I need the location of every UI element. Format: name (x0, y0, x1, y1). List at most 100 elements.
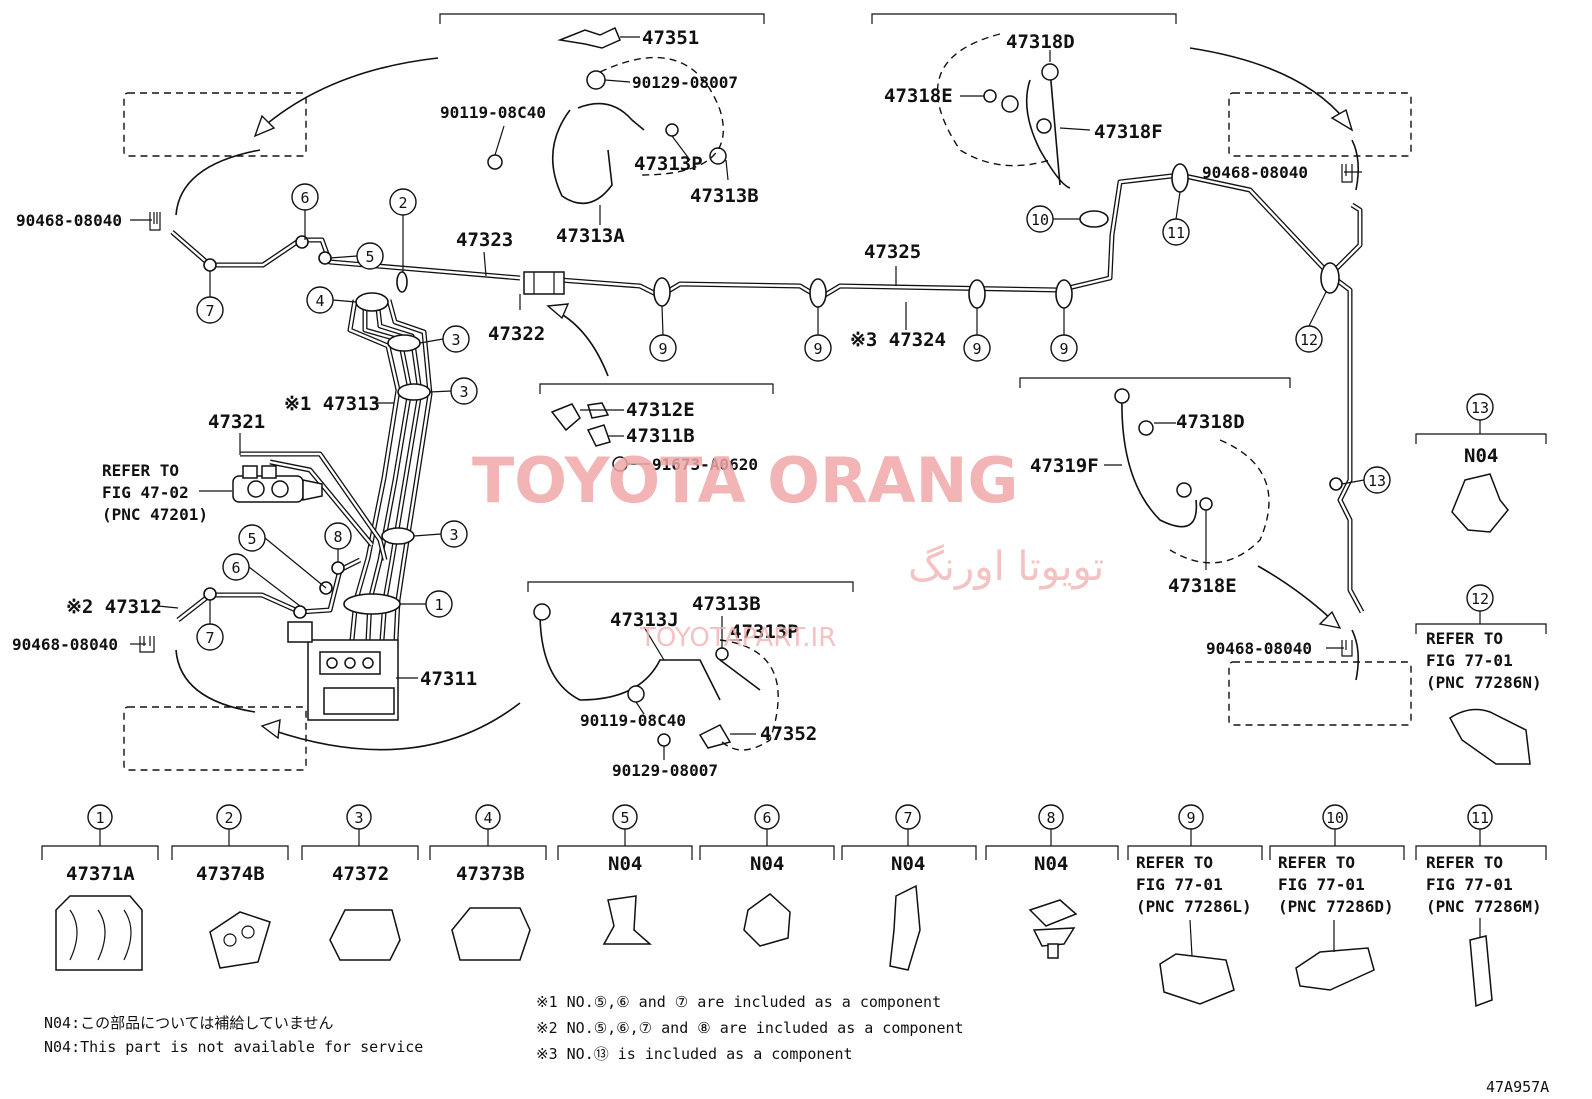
refer-master-cyl-3: (PNC 47201) (102, 505, 208, 524)
callout-2-top: 2 (389, 188, 417, 216)
label-90468-tl: 90468-08040 (16, 211, 122, 230)
callout-10: 10 (1026, 205, 1054, 233)
note-comp-3: ※3 NO.⑬ is included as a component (536, 1045, 853, 1063)
refer-12-2: FIG 77-01 (1426, 651, 1513, 670)
svg-text:3: 3 (354, 809, 363, 827)
label-90119-bot: 90119-08C40 (580, 711, 686, 730)
svg-text:REFER TO: REFER TO (1278, 853, 1355, 872)
callout-9-b: 9 (804, 334, 832, 362)
label-47313J: 47313J (610, 609, 679, 631)
label-47318D-top: 47318D (1006, 31, 1075, 53)
svg-text:4: 4 (483, 809, 492, 827)
label-90129-bot: 90129-08007 (612, 761, 718, 780)
label-91673: 91673-A0620 (652, 455, 758, 474)
svg-text:47373B: 47373B (456, 863, 525, 885)
callout-7-bot: 7 (196, 623, 224, 651)
svg-text:FIG 77-01: FIG 77-01 (1278, 875, 1365, 894)
svg-text:12: 12 (1300, 331, 1318, 349)
label-47313B-bot: 47313B (692, 593, 761, 615)
svg-text:13: 13 (1368, 472, 1386, 490)
svg-text:FIG 77-01: FIG 77-01 (1136, 875, 1223, 894)
callout-13: 13 (1363, 466, 1391, 494)
label-90468-br: 90468-08040 (1206, 639, 1312, 658)
callout-13-side: 13 (1466, 393, 1494, 421)
note-comp-1: ※1 NO.⑤,⑥ and ⑦ are included as a compon… (536, 993, 941, 1011)
svg-text:11: 11 (1167, 224, 1185, 242)
svg-text:9: 9 (1059, 340, 1068, 358)
callout-3-a: 3 (442, 325, 470, 353)
svg-text:1: 1 (434, 596, 443, 614)
legend-item-2: 2 47374B (171, 804, 289, 969)
svg-text:(PNC 77286D): (PNC 77286D) (1278, 897, 1394, 916)
callout-3-b: 3 (450, 377, 478, 405)
label-47312: ※2 47312 (66, 596, 162, 618)
callout-6-top: 6 (291, 183, 319, 211)
label-47313P-bot: 47313P (730, 621, 799, 643)
callout-11: 11 (1162, 218, 1190, 246)
label-47311: 47311 (420, 668, 477, 690)
svg-text:6: 6 (762, 809, 771, 827)
legend-item-6: 6 N04 (699, 804, 835, 947)
svg-text:7: 7 (205, 629, 214, 647)
label-47313: ※1 47313 (284, 393, 380, 415)
callout-7-top: 7 (196, 296, 224, 324)
part-labels: 47351 90129-08007 90119-08C40 47313P 473… (12, 27, 1312, 780)
refer-12-1: REFER TO (1426, 629, 1503, 648)
svg-text:47371A: 47371A (66, 863, 135, 885)
svg-text:1: 1 (95, 809, 104, 827)
watermark-url: TOYOTAPART.IR (639, 623, 836, 653)
legend-item-3: 3 47372 (301, 804, 419, 961)
legend-item-7: 7 N04 (841, 804, 977, 971)
label-47313B-top: 47313B (690, 185, 759, 207)
legend: 1 47371A 2 47374B 3 47372 4 47373B 5 (41, 804, 1547, 1008)
callout-8-bot: 8 (324, 522, 352, 550)
note-n04-en: N04:This part is not available for servi… (44, 1038, 423, 1056)
label-47313A: 47313A (556, 225, 625, 247)
svg-text:5: 5 (620, 809, 629, 827)
legend-item-10: 10 REFER TO FIG 77-01 (PNC 77286D) (1269, 804, 1405, 991)
refer-master-cyl-1: REFER TO (102, 461, 179, 480)
component-sketches (232, 26, 1531, 765)
label-90468-tr: 90468-08040 (1202, 163, 1308, 182)
callout-3-c: 3 (440, 520, 468, 548)
note-n04-jp: N04:この部品については補給していません (44, 1014, 333, 1032)
svg-text:5: 5 (247, 530, 256, 548)
svg-text:7: 7 (205, 302, 214, 320)
legend-item-11: 11 REFER TO FIG 77-01 (PNC 77286M) (1415, 804, 1547, 1008)
svg-text:4: 4 (315, 292, 324, 310)
svg-text:5: 5 (365, 248, 374, 266)
label-47325: 47325 (864, 241, 921, 263)
svg-text:6: 6 (231, 559, 240, 577)
callout-4-top: 4 (306, 286, 334, 314)
svg-text:9: 9 (972, 340, 981, 358)
callout-5-top: 5 (356, 242, 384, 270)
svg-text:47372: 47372 (332, 863, 389, 885)
svg-text:N04: N04 (608, 853, 642, 875)
callout-6-bot: 6 (222, 553, 250, 581)
watermark: TOYOTA ORANG تویوتا اورنگ TOYOTAPART.IR (472, 444, 1104, 653)
svg-text:2: 2 (224, 809, 233, 827)
vehicle-outline-boxes (123, 92, 1412, 771)
watermark-brand: TOYOTA ORANG (472, 444, 1018, 517)
svg-text:13: 13 (1471, 399, 1489, 417)
svg-text:10: 10 (1326, 809, 1344, 827)
svg-text:9: 9 (658, 340, 667, 358)
notes: N04:この部品については補給していません N04:This part is n… (44, 993, 1549, 1096)
label-47311B: 47311B (626, 425, 695, 447)
group-brackets (439, 13, 1291, 592)
svg-text:(PNC 77286L): (PNC 77286L) (1136, 897, 1252, 916)
refer-12-3: (PNC 77286N) (1426, 673, 1542, 692)
n04-13-label: N04 (1464, 445, 1498, 467)
side-callouts: N04 REFER TO FIG 77-01 (PNC 77286N) (1415, 420, 1547, 692)
label-47351: 47351 (642, 27, 699, 49)
label-47319F: 47319F (1030, 455, 1099, 477)
svg-text:N04: N04 (1034, 853, 1068, 875)
svg-text:3: 3 (459, 383, 468, 401)
label-90129-top: 90129-08007 (632, 73, 738, 92)
svg-text:8: 8 (1046, 809, 1055, 827)
label-47312E: 47312E (626, 399, 695, 421)
label-47318D-mid: 47318D (1176, 411, 1245, 433)
svg-text:2: 2 (398, 194, 407, 212)
clip-symbols (139, 164, 1353, 657)
